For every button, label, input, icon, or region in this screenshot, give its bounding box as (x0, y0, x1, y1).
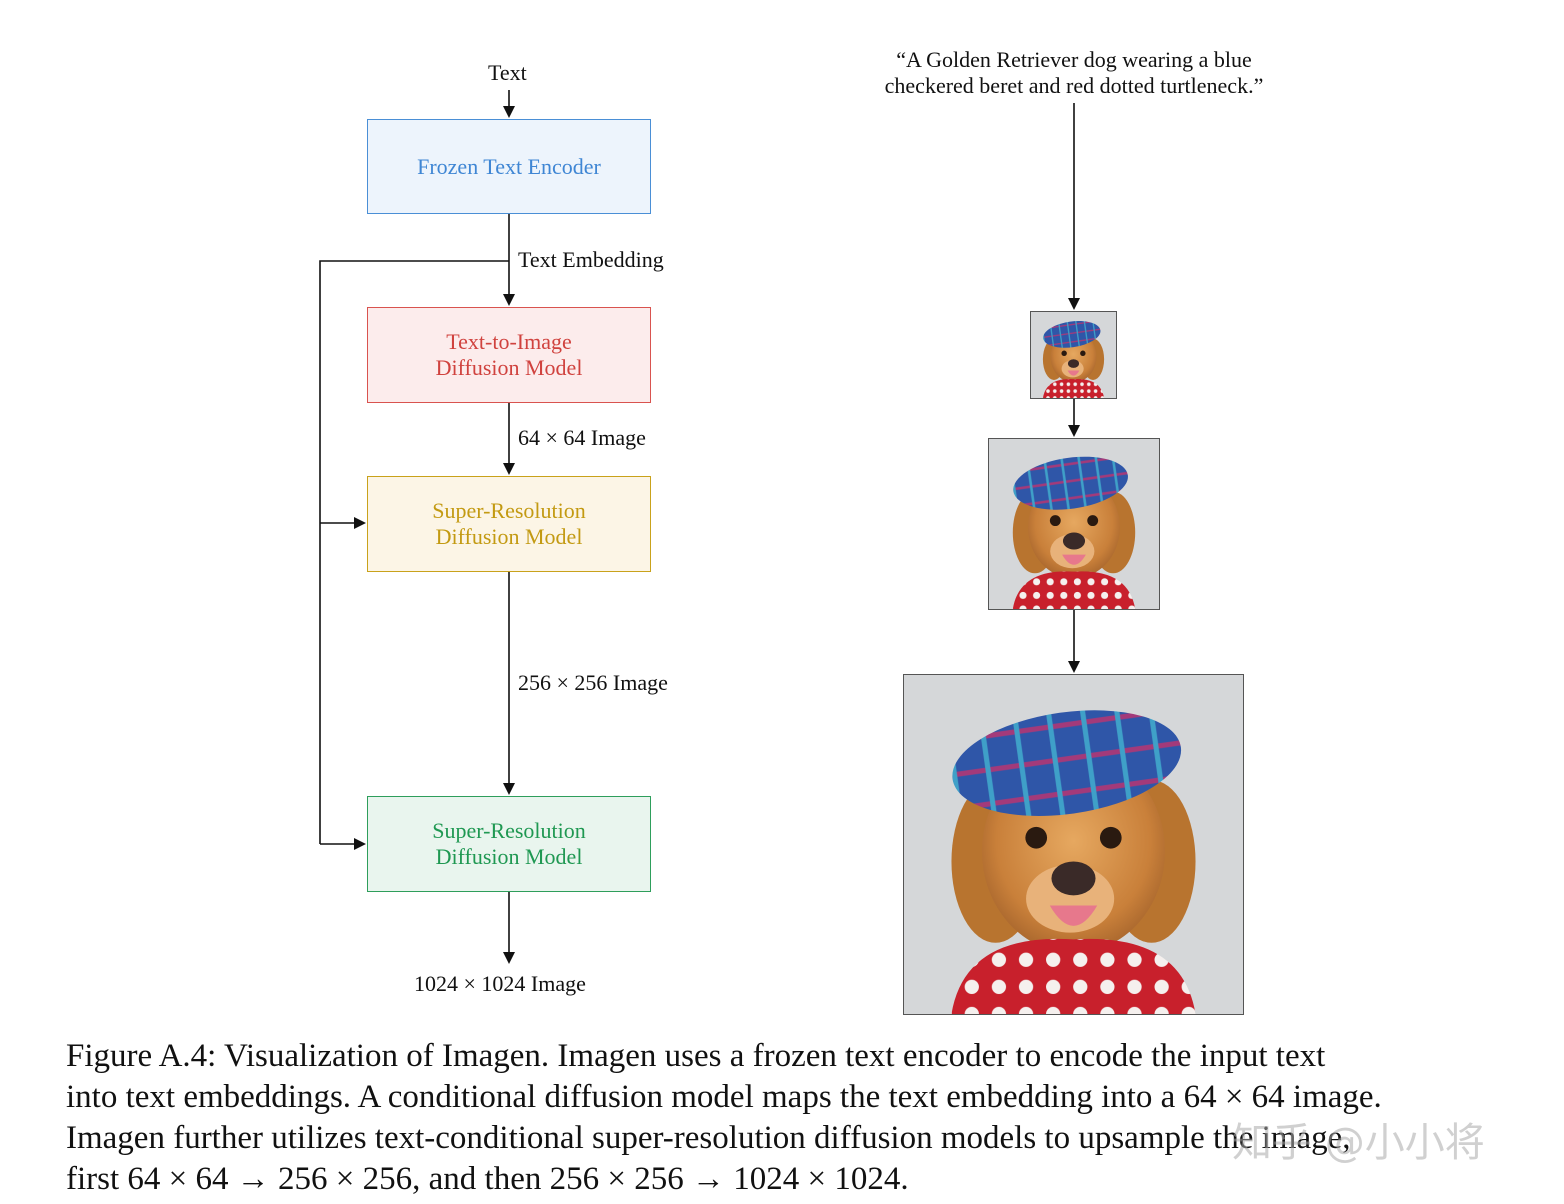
encoder-label: Frozen Text Encoder (417, 153, 601, 179)
example-prompt: “A Golden Retriever dog wearing a blue c… (820, 47, 1328, 99)
caption-line-3: Imagen further utilizes text-conditional… (66, 1120, 1351, 1156)
caption-line-2: into text embeddings. A conditional diff… (66, 1079, 1382, 1115)
dog-picture (904, 675, 1243, 1014)
dog-image-1024 (903, 674, 1244, 1015)
figure-caption: Figure A.4: Visualization of Imagen. Ima… (66, 1036, 1556, 1200)
text-embedding-label: Text Embedding (518, 247, 664, 272)
super-resolution-model-box-2: Super-Resolution Diffusion Model (367, 796, 651, 892)
input-text-label: Text (488, 60, 527, 85)
t2i-label-line2: Diffusion Model (435, 355, 583, 380)
edge-label-64: 64 × 64 Image (518, 425, 646, 450)
edge-label-256: 256 × 256 Image (518, 670, 668, 695)
text-to-image-model-box: Text-to-Image Diffusion Model (367, 307, 651, 403)
caption-line-4: first 64 × 64 → 256 × 256, and then 256 … (66, 1161, 909, 1197)
output-label-1024: 1024 × 1024 Image (414, 971, 586, 996)
watermark: 知乎 @小小将 (1232, 1120, 1485, 1166)
sr1-label-line2: Diffusion Model (435, 524, 583, 549)
sr1-label-line1: Super-Resolution (432, 498, 586, 523)
embedding-branch-line (319, 260, 509, 844)
caption-line-1: Figure A.4: Visualization of Imagen. Ima… (66, 1038, 1326, 1074)
prompt-line-1: “A Golden Retriever dog wearing a blue (896, 47, 1252, 72)
dog-image-64 (1030, 311, 1117, 399)
sr2-label-line2: Diffusion Model (435, 844, 583, 869)
prompt-line-2: checkered beret and red dotted turtlenec… (884, 73, 1264, 98)
super-resolution-model-box-1: Super-Resolution Diffusion Model (367, 476, 651, 572)
t2i-label-line1: Text-to-Image (446, 329, 572, 354)
dog-picture (989, 439, 1159, 609)
dog-picture (1031, 312, 1116, 398)
sr2-label-line1: Super-Resolution (432, 818, 586, 843)
frozen-text-encoder-box: Frozen Text Encoder (367, 119, 651, 214)
dog-image-256 (988, 438, 1160, 610)
